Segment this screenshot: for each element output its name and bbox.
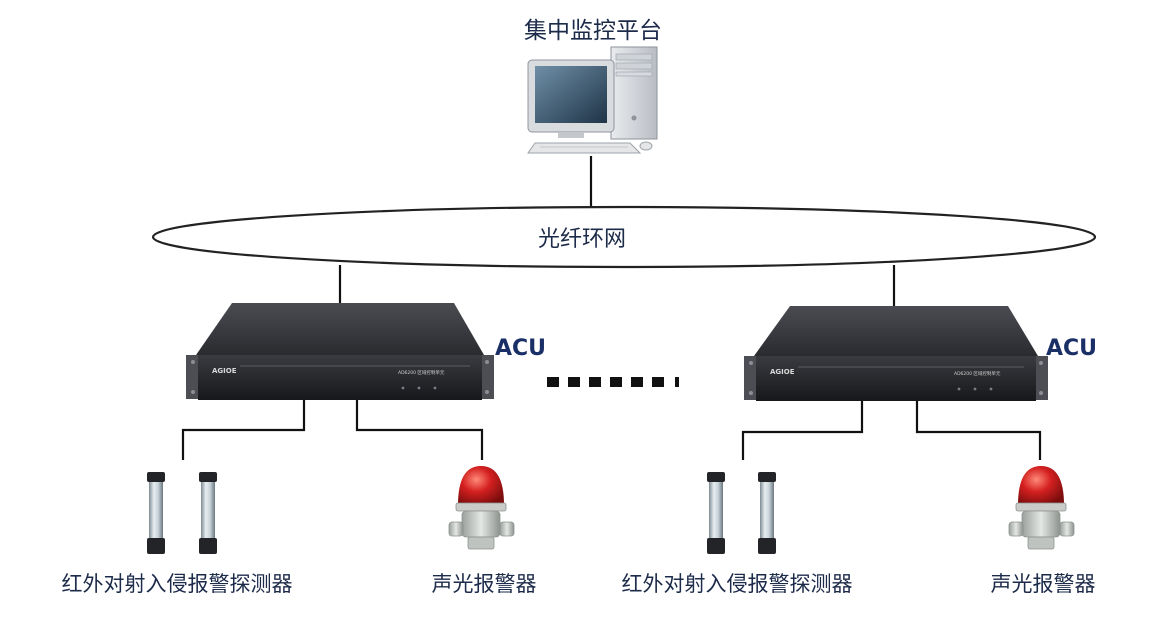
fiber-ring-label: 光纤环网 [538,227,626,252]
acu-label-right: ACU [1046,336,1097,361]
acu-unit-right: AGIOE AD6200 区域控制单元 [744,306,1048,401]
acu-left-alarm-link [355,400,484,460]
detector-label-right: 红外对射入侵报警探测器 [622,572,853,596]
acu-unit-left: AGIOE AD6200 区域控制单元 [186,303,494,400]
desktop-computer-icon [527,46,658,154]
acu-right-detector-link [741,401,864,460]
alarm-label-right: 声光报警器 [991,572,1096,596]
detector-label-left: 红外对射入侵报警探测器 [62,572,293,596]
acu-right-alarm-link [915,401,1042,460]
infrared-detector-pair-left [147,472,217,554]
acu-brand: AGIOE [212,367,237,375]
platform-label: 集中监控平台 [524,18,662,44]
acu-model: AD6200 区域控制单元 [398,369,445,376]
acu-brand: AGIOE [770,368,795,376]
acu-left-detector-link [181,400,306,460]
acu-model: AD6200 区域控制单元 [954,370,1001,377]
alarm-label-left: 声光报警器 [432,572,537,596]
more-units-ellipsis [547,377,679,387]
strobe-beacon-left [448,466,515,550]
infrared-detector-pair-right [707,472,776,554]
strobe-beacon-right [1008,466,1075,550]
acu-label-left: ACU [495,336,546,361]
fiber-ring [151,205,1097,269]
